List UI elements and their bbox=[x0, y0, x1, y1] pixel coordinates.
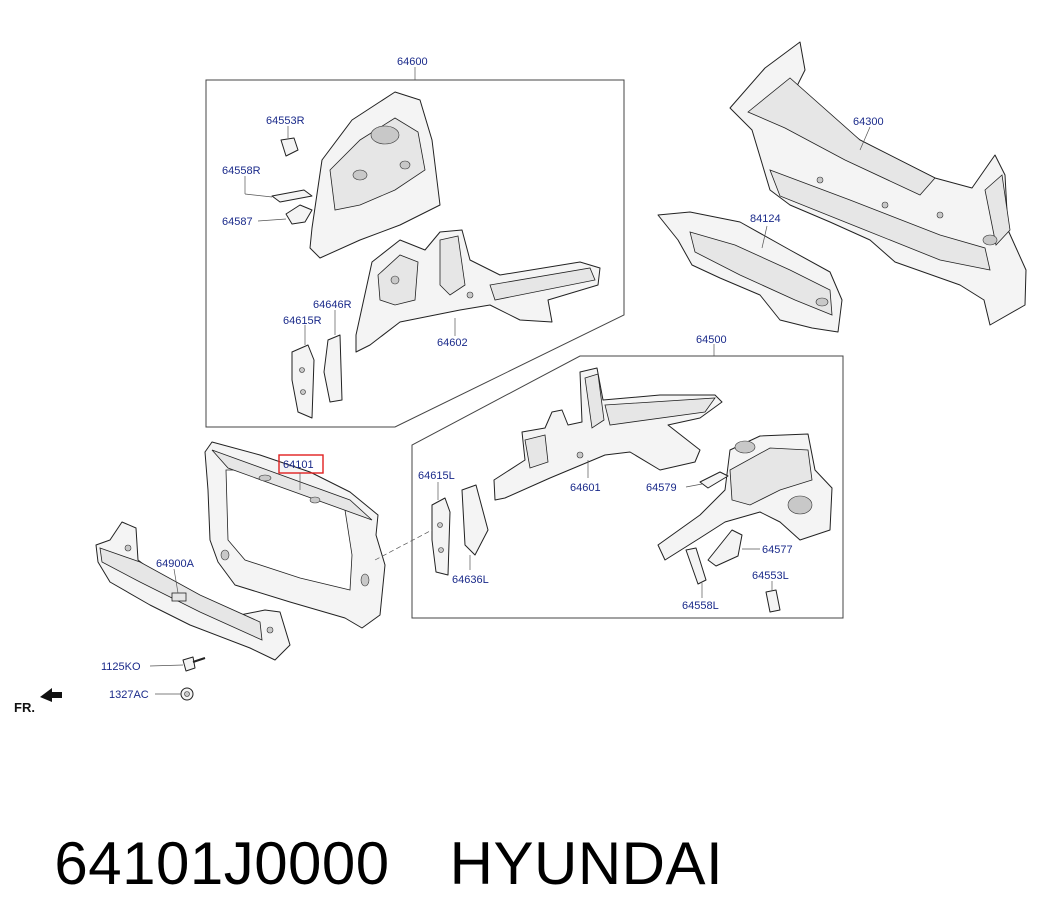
part-64558L[interactable] bbox=[685, 547, 707, 585]
part-64646R[interactable] bbox=[323, 334, 343, 403]
part-64600-wheelhouse[interactable] bbox=[309, 91, 441, 259]
dashed-connector bbox=[374, 529, 433, 561]
part-number-text: 64101J0000 bbox=[54, 830, 390, 897]
part-64587[interactable] bbox=[285, 204, 313, 225]
part-64577[interactable] bbox=[707, 529, 743, 567]
part-84124-insulator[interactable] bbox=[657, 211, 843, 333]
label-64587[interactable]: 64587 bbox=[222, 216, 253, 228]
label-64577[interactable]: 64577 bbox=[762, 544, 793, 556]
brand-text: HYUNDAI bbox=[449, 830, 724, 897]
label-84124[interactable]: 84124 bbox=[750, 213, 781, 225]
label-64602[interactable]: 64602 bbox=[437, 337, 468, 349]
part-64900A-bumper-beam[interactable] bbox=[95, 521, 291, 661]
label-64646R[interactable]: 64646R bbox=[313, 299, 352, 311]
part-64553L[interactable] bbox=[765, 589, 781, 613]
label-64300[interactable]: 64300 bbox=[853, 116, 884, 128]
part-64553R[interactable] bbox=[280, 137, 299, 157]
part-64101-carrier[interactable] bbox=[204, 441, 386, 629]
parts-diagram: 64600 64553R 64558R 64587 64602 bbox=[14, 41, 1027, 715]
label-64579[interactable]: 64579 bbox=[646, 482, 677, 494]
part-64636L[interactable] bbox=[461, 484, 489, 556]
highlight-box-64101 bbox=[278, 454, 324, 474]
part-64500-wheelhouse[interactable] bbox=[657, 433, 833, 561]
label-64636L[interactable]: 64636L bbox=[452, 574, 489, 586]
bolt-1125KO[interactable] bbox=[182, 656, 206, 672]
label-1125KO[interactable]: 1125KO bbox=[101, 661, 141, 673]
caption: 64101J0000 HYUNDAI bbox=[20, 760, 723, 898]
part-64602-side-member[interactable] bbox=[355, 229, 601, 353]
label-64615L[interactable]: 64615L bbox=[418, 470, 455, 482]
label-1327AC[interactable]: 1327AC bbox=[109, 689, 149, 701]
label-64600[interactable]: 64600 bbox=[397, 56, 428, 68]
label-64558L[interactable]: 64558L bbox=[682, 600, 719, 612]
part-64615R[interactable] bbox=[291, 344, 315, 419]
front-direction-label: FR. bbox=[14, 700, 35, 715]
label-64900A[interactable]: 64900A bbox=[156, 558, 195, 570]
nut-1327AC[interactable] bbox=[180, 687, 194, 701]
label-64558R[interactable]: 64558R bbox=[222, 165, 261, 177]
part-64615L[interactable] bbox=[431, 497, 451, 576]
group-box-64500 bbox=[411, 355, 844, 619]
front-arrow-icon bbox=[40, 688, 62, 702]
label-64553R[interactable]: 64553R bbox=[266, 115, 305, 127]
part-64579[interactable] bbox=[699, 471, 729, 489]
label-64500[interactable]: 64500 bbox=[696, 334, 727, 346]
part-64601-side-member[interactable] bbox=[493, 367, 723, 501]
part-64558R[interactable] bbox=[271, 189, 313, 203]
part-64300-dash-panel[interactable] bbox=[729, 41, 1027, 326]
label-64615R[interactable]: 64615R bbox=[283, 315, 322, 327]
label-64553L[interactable]: 64553L bbox=[752, 570, 789, 582]
group-box-64600 bbox=[205, 79, 625, 428]
label-64601[interactable]: 64601 bbox=[570, 482, 601, 494]
label-64101[interactable]: 64101 bbox=[283, 459, 314, 471]
